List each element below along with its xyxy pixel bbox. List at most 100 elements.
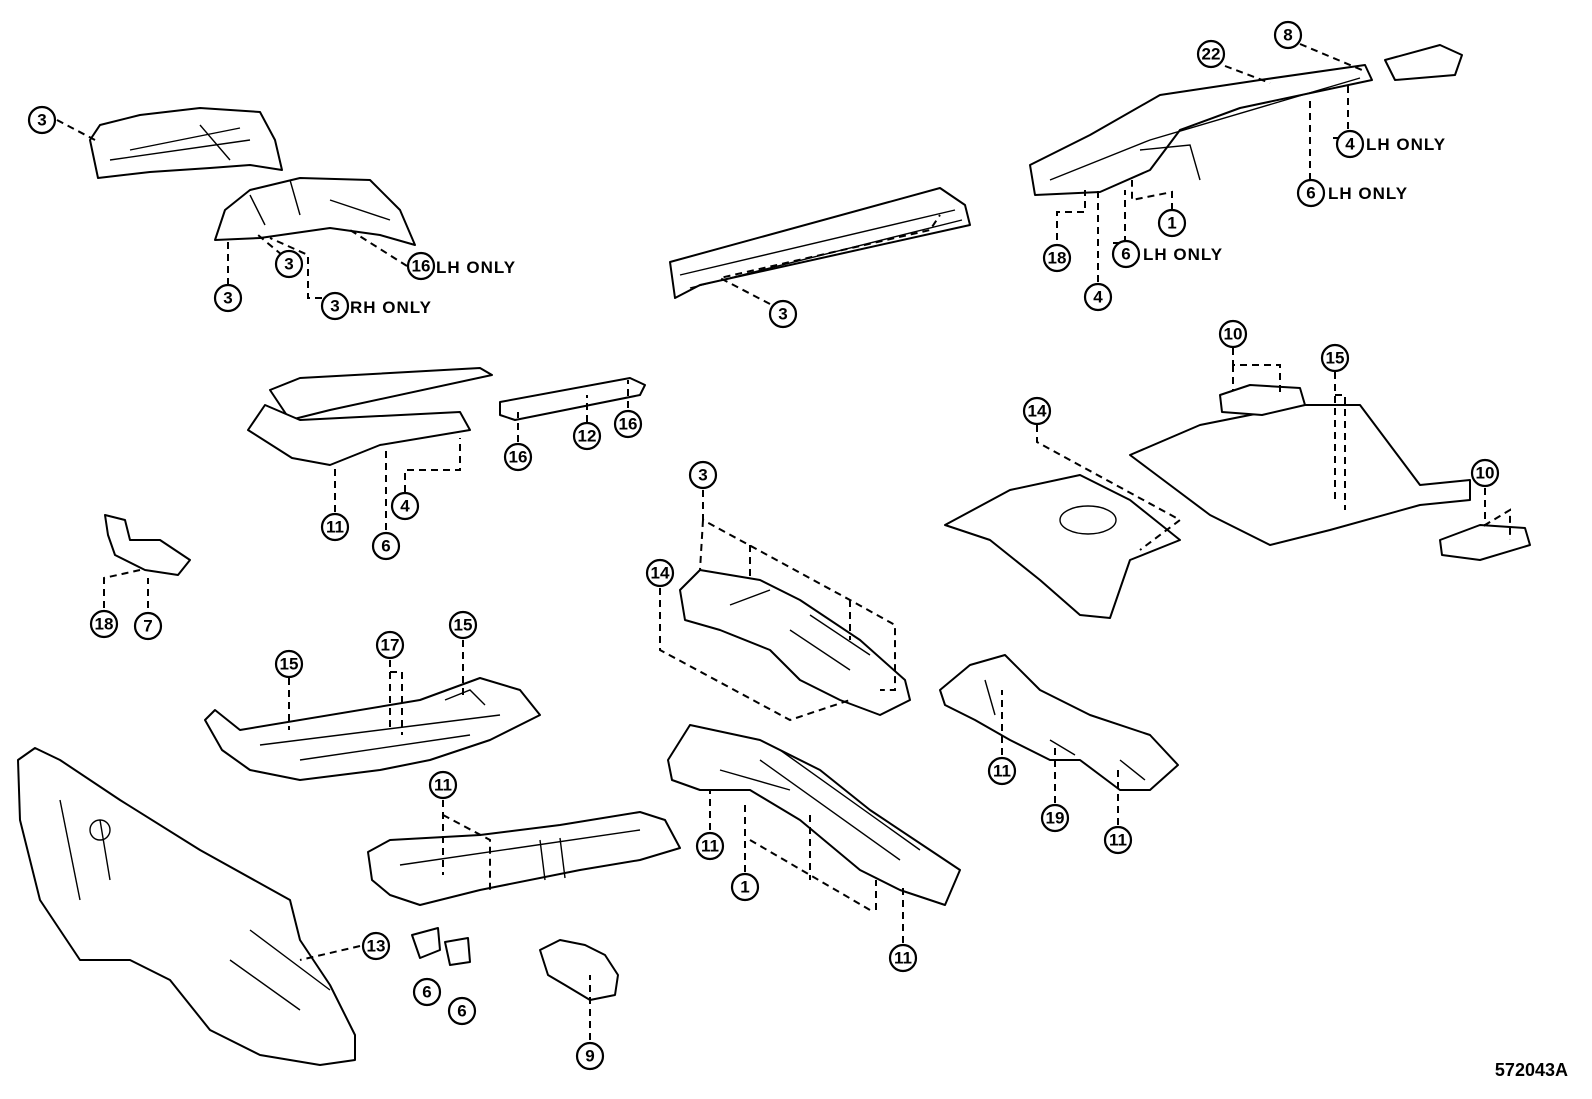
- callout: 4: [1335, 129, 1365, 159]
- callout: 6: [447, 996, 477, 1026]
- callout: 3: [688, 460, 718, 490]
- callout: 22: [1196, 39, 1226, 69]
- callout-circle: [27, 105, 57, 135]
- callout-number: 16: [619, 415, 638, 434]
- callout-number: 11: [701, 837, 719, 856]
- parts-layer: [17, 44, 1531, 1066]
- callout-number: 3: [330, 297, 339, 316]
- part-detail: [89, 819, 111, 841]
- callout: 4: [1083, 282, 1113, 312]
- callout-circle: [1196, 39, 1226, 69]
- part-rear-rail-right: [1029, 64, 1373, 196]
- callout-number: 3: [223, 289, 232, 308]
- callout-number: 10: [1476, 464, 1495, 483]
- part-detail: [679, 209, 963, 289]
- callout-circle: [213, 283, 243, 313]
- callout: 11: [428, 770, 458, 800]
- callout-circle: [1111, 239, 1141, 269]
- callout-circle: [987, 756, 1017, 786]
- callout: 1: [730, 872, 760, 902]
- note-lh-only: LH ONLY: [436, 258, 516, 277]
- part-detail: [1059, 505, 1117, 535]
- leader-line: [1113, 190, 1126, 244]
- leader-line: [1056, 190, 1086, 240]
- callout-circle: [1157, 208, 1187, 238]
- callout-number: 15: [280, 655, 299, 674]
- part-bracket-left: [214, 177, 416, 246]
- callout: 11: [888, 943, 918, 973]
- callout-circle: [1042, 243, 1072, 273]
- note-lh-only: LH ONLY: [1143, 245, 1223, 264]
- callout-number: 3: [37, 111, 46, 130]
- callout: 6: [1111, 239, 1141, 269]
- callout-circle: [888, 943, 918, 973]
- callout: 7: [133, 611, 163, 641]
- callout-circle: [1470, 458, 1500, 488]
- notes: LH ONLY RH ONLY LH ONLY LH ONLY LH ONLY: [350, 135, 1446, 317]
- callout-number: 22: [1202, 45, 1221, 64]
- leader-line: [269, 237, 322, 299]
- leader-line: [257, 234, 283, 256]
- part-detail: [399, 829, 641, 881]
- part-small-bracket-8: [1384, 44, 1463, 81]
- callout-circle: [1218, 319, 1248, 349]
- callout: 8: [1273, 20, 1303, 50]
- leader-line: [1036, 425, 1182, 551]
- callout: 3: [213, 283, 243, 313]
- part-detail: [249, 179, 391, 226]
- callout: 18: [89, 609, 119, 639]
- callout: 3: [320, 291, 350, 321]
- callout-number: 18: [95, 615, 114, 634]
- callout-number: 10: [1224, 325, 1243, 344]
- callout: 6: [1296, 178, 1326, 208]
- callout-circle: [1273, 20, 1303, 50]
- part-dash-panel-13: [17, 747, 356, 1066]
- callout: 11: [320, 512, 350, 542]
- part-bracket-7: [104, 514, 191, 576]
- leader-line: [1334, 372, 1346, 510]
- callout-number: 11: [894, 949, 912, 968]
- callout-circle: [768, 299, 798, 329]
- leader-line: [875, 880, 904, 943]
- part-front-floor-pan: [204, 677, 541, 781]
- callout: 15: [448, 610, 478, 640]
- callout-number: 11: [434, 776, 452, 795]
- callout: 10: [1218, 319, 1248, 349]
- callout: 14: [1022, 396, 1052, 426]
- callout-number: 3: [698, 466, 707, 485]
- callout-circle: [1040, 803, 1070, 833]
- callout: 3: [27, 105, 57, 135]
- callout: 12: [572, 421, 602, 451]
- callout-circle: [89, 609, 119, 639]
- callout-number: 1: [740, 878, 749, 897]
- callout: 16: [503, 442, 533, 472]
- callout-circle: [1022, 396, 1052, 426]
- callout: 16: [613, 409, 643, 439]
- callout-number: 6: [1121, 245, 1130, 264]
- callout: 17: [375, 630, 405, 660]
- callout-circle: [274, 249, 304, 279]
- callout-number: 4: [400, 497, 410, 516]
- callout: 3: [768, 299, 798, 329]
- callout: 11: [695, 831, 725, 861]
- leader-line: [404, 438, 461, 492]
- leader-line: [442, 800, 491, 890]
- part-bracket-10-upper: [1219, 384, 1306, 416]
- callout: 15: [1320, 343, 1350, 373]
- leader-line: [744, 800, 871, 911]
- callout-circle: [428, 770, 458, 800]
- callout-number: 8: [1283, 26, 1292, 45]
- part-floor-reinforcement-11: [367, 811, 681, 906]
- leader-line: [1232, 348, 1281, 395]
- callout-number: 4: [1345, 135, 1355, 154]
- callout: 9: [575, 1041, 605, 1071]
- part-detail: [729, 589, 871, 671]
- callout-circle: [1320, 343, 1350, 373]
- callout: 14: [645, 558, 675, 588]
- callout-number: 6: [1306, 184, 1315, 203]
- callout-number: 18: [1048, 249, 1067, 268]
- note-lh-only: LH ONLY: [1366, 135, 1446, 154]
- callout-number: 16: [412, 257, 431, 276]
- leader-line: [1484, 488, 1511, 540]
- callout-circle: [371, 531, 401, 561]
